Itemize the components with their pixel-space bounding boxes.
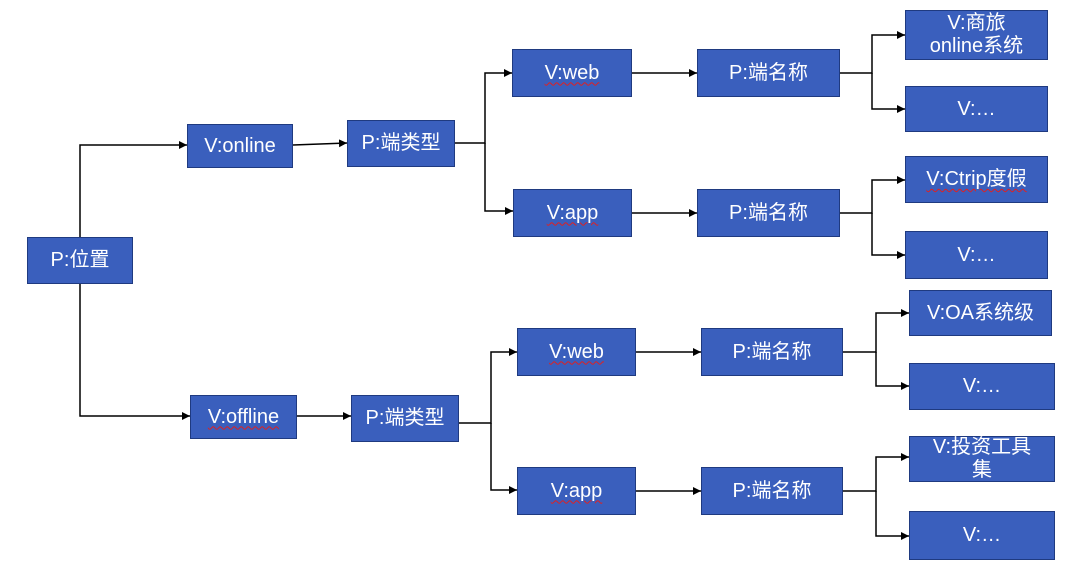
node-offline-app-client-name-label: P:端名称 bbox=[732, 479, 812, 502]
node-online-app-client-name-label: P:端名称 bbox=[729, 201, 808, 224]
node-offline-client-type[interactable]: P:端类型 bbox=[351, 395, 459, 442]
edge-online-web-leaf2 bbox=[871, 73, 905, 113]
edge-online-app-leaf1 bbox=[840, 176, 905, 214]
leaf-offline-app-more-label: V:… bbox=[962, 524, 1002, 546]
node-root-label: P:位置 bbox=[50, 249, 110, 271]
leaf-offline-web-more-label: V:… bbox=[962, 375, 1002, 397]
node-online-web[interactable]: V:web bbox=[512, 49, 632, 97]
leaf-online-web-more-label: V:… bbox=[957, 97, 996, 120]
node-online-app-label: V:app bbox=[546, 201, 599, 224]
leaf-ctrip-vacation[interactable]: V:Ctrip度假 bbox=[905, 156, 1048, 203]
leaf-ctrip-label: V:Ctrip度假 bbox=[926, 168, 1027, 190]
edge-online-type bbox=[292, 139, 348, 148]
node-offline-label: V:offline bbox=[207, 405, 280, 428]
node-offline-app-label: V:app bbox=[550, 479, 603, 502]
node-online-client-type[interactable]: P:端类型 bbox=[347, 120, 455, 167]
edge-offline-app-leaf2 bbox=[875, 491, 909, 540]
node-offline-web-label: V:web bbox=[549, 340, 604, 363]
edge-offline-app-leaf1 bbox=[843, 453, 909, 492]
node-offline-client-type-label: P:端类型 bbox=[365, 407, 445, 429]
node-root-location[interactable]: P:位置 bbox=[27, 237, 133, 284]
node-offline-web-client-name-label: P:端名称 bbox=[732, 340, 812, 363]
leaf-online-app-more-label: V:… bbox=[957, 243, 996, 266]
node-online-client-type-label: P:端类型 bbox=[361, 132, 441, 154]
node-online-label: V:online bbox=[204, 134, 276, 157]
leaf-invest-line2: 集 bbox=[972, 459, 992, 481]
node-online-web-client-name-label: P:端名称 bbox=[729, 61, 808, 84]
edge-online-type-web bbox=[455, 69, 512, 144]
leaf-shanglv-line2: online系统 bbox=[929, 35, 1024, 57]
node-online-web-label: V:web bbox=[544, 61, 600, 84]
leaf-online-app-more[interactable]: V:… bbox=[905, 231, 1048, 279]
edge-offline-web-leaf2 bbox=[875, 352, 909, 390]
node-offline[interactable]: V:offline bbox=[190, 395, 297, 439]
edge-root-offline bbox=[79, 284, 190, 420]
leaf-oa-label: V:OA系统级 bbox=[926, 301, 1035, 324]
edge-root-online bbox=[79, 141, 187, 237]
node-online-app-client-name[interactable]: P:端名称 bbox=[697, 189, 840, 237]
leaf-oa-system[interactable]: V:OA系统级 bbox=[909, 290, 1052, 336]
leaf-shanglv-line1: V:商旅 bbox=[947, 12, 1006, 34]
edge-offline-web-leaf1 bbox=[843, 309, 909, 353]
node-online-app[interactable]: V:app bbox=[513, 189, 632, 237]
edge-offline-type-app bbox=[490, 423, 517, 494]
leaf-invest-tools[interactable]: V:投资工具 集 bbox=[909, 436, 1055, 482]
edge-online-app-leaf2 bbox=[871, 213, 905, 259]
edge-offline-type-web bbox=[459, 348, 517, 424]
node-offline-web-client-name[interactable]: P:端名称 bbox=[701, 328, 843, 376]
leaf-online-web-more[interactable]: V:… bbox=[905, 86, 1048, 132]
node-online[interactable]: V:online bbox=[187, 124, 293, 168]
edge-online-type-app bbox=[484, 143, 513, 215]
node-online-web-client-name[interactable]: P:端名称 bbox=[697, 49, 840, 97]
node-offline-app-client-name[interactable]: P:端名称 bbox=[701, 467, 843, 515]
node-offline-app[interactable]: V:app bbox=[517, 467, 636, 515]
leaf-invest-line1: V:投资工具 bbox=[932, 436, 1032, 458]
leaf-offline-app-more[interactable]: V:… bbox=[909, 511, 1055, 560]
leaf-offline-web-more[interactable]: V:… bbox=[909, 363, 1055, 410]
node-offline-web[interactable]: V:web bbox=[517, 328, 636, 376]
leaf-shanglv-online[interactable]: V:商旅 online系统 bbox=[905, 10, 1048, 60]
edge-online-web-leaf1 bbox=[840, 31, 905, 74]
